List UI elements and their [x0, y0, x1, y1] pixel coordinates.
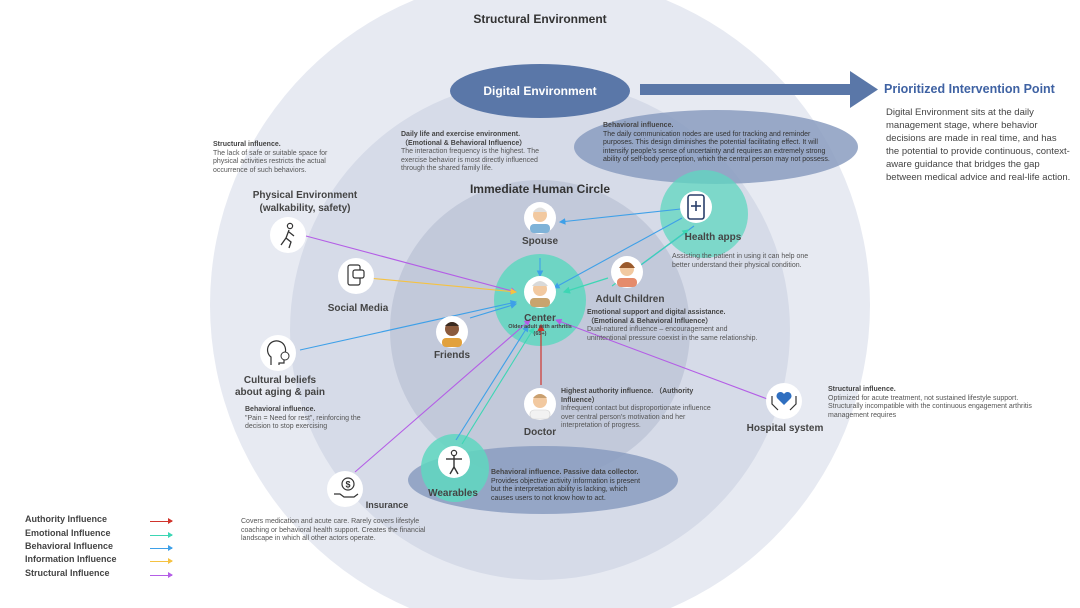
phone-icon	[687, 194, 705, 220]
structural-environment-title: Structural Environment	[473, 12, 607, 26]
legend-structural-arrow	[150, 572, 173, 578]
digital-behavior-ellipse	[574, 110, 858, 184]
prioritized-body: Digital Environment sits at the daily ma…	[886, 107, 1071, 183]
cultural-beliefs-label: Cultural beliefs about aging & pain	[230, 375, 330, 399]
legend-structural: Structural Influence	[25, 568, 110, 578]
note-cultural-behavioral: Behavioral influence. "Pain = Need for r…	[245, 406, 380, 432]
note-emotional-support-heading: Emotional support and digital assistance…	[587, 309, 726, 316]
apps-to-center-arrow	[553, 217, 683, 289]
legend-behavioral: Behavioral Influence	[25, 541, 114, 551]
note-cultural-behavioral-heading: Behavioral influence.	[245, 406, 316, 413]
walking-icon	[280, 222, 295, 249]
note-wearables-behavioral: Behavioral influence. Passive data colle…	[491, 469, 651, 503]
legend-authority-arrow	[150, 518, 173, 524]
note-digital-behavioral: Behavioral influence. The daily communic…	[603, 122, 833, 165]
note-hospital-structural: Structural influence. Optimized for acut…	[828, 386, 1053, 420]
note-digital-behavioral-body: The daily communication nodes are used f…	[603, 130, 830, 164]
physical-env-label: Physical Environment (walkability, safet…	[240, 189, 370, 215]
svg-text:$: $	[346, 480, 351, 490]
heart-hands-icon	[771, 391, 797, 411]
note-structural-left-body: The lack of safe or suitable space for p…	[213, 149, 328, 174]
apps-to-spouse-arrow	[558, 207, 691, 225]
prioritized-title: Prioritized Intervention Point	[884, 82, 1055, 96]
immediate-circle-title: Immediate Human Circle	[469, 182, 611, 196]
doctor-label: Doctor	[523, 427, 557, 438]
hospital-label: Hospital system	[746, 423, 824, 434]
cultural-line2: about aging & pain	[235, 387, 325, 398]
note-wearables-behavioral-heading: Behavioral influence. Passive data colle…	[491, 469, 639, 476]
prioritized-arrow-shaft	[640, 84, 852, 95]
head-icon-bg	[260, 335, 296, 371]
dollar-icon: $	[334, 477, 359, 498]
spouse-person-icon	[530, 207, 550, 233]
note-insurance: Covers medication and acute care. Rarely…	[241, 518, 436, 544]
friends-label: Friends	[433, 350, 471, 361]
legend-behavioral-arrow	[150, 545, 173, 551]
note-daily-life-heading: Daily life and exercise environment.	[401, 131, 521, 138]
digital-environment-ellipse	[450, 64, 630, 118]
legend-information: Information Influence	[25, 554, 117, 564]
note-wearables-behavioral-body: Provides objective activity information …	[491, 477, 641, 502]
center-age: (65+)	[533, 331, 547, 337]
walking-icon-bg	[270, 217, 306, 253]
note-hospital-structural-heading: Structural influence.	[828, 386, 896, 393]
wearables-label: Wearables	[428, 488, 478, 499]
insurance-arrow	[354, 319, 531, 473]
legend-information-arrow	[150, 558, 173, 564]
legend-emotional: Emotional Influence	[25, 528, 111, 538]
social-media-arrow	[367, 277, 518, 295]
physical-env-line2: (walkability, safety)	[259, 203, 351, 214]
digital-environment-title: Digital Environment	[483, 84, 597, 98]
health-apps-label: Health apps	[684, 232, 742, 243]
children-person-icon	[617, 262, 637, 287]
note-emotional-support-subheading: （Emotional & Behavioral Influence）	[587, 317, 713, 325]
note-health-apps-body: Assisting the patient in using it can he…	[672, 253, 809, 269]
note-daily-life-body: The interaction frequency is the highest…	[401, 148, 540, 173]
note-health-apps: Assisting the patient in using it can he…	[672, 253, 812, 270]
adult-children-label: Adult Children	[595, 294, 665, 305]
insurance-label: Insurance	[365, 500, 409, 510]
chat-icon	[347, 264, 365, 286]
note-daily-life: Daily life and exercise environment. （Em…	[401, 131, 551, 174]
note-cultural-behavioral-body: "Pain = Need for rest", reinforcing the …	[245, 414, 361, 431]
spouse-label: Spouse	[521, 236, 559, 247]
cultural-line1: Cultural beliefs	[243, 375, 317, 386]
friends-person-icon	[442, 322, 462, 347]
cultural-arrow	[299, 299, 518, 351]
hospital-arrow	[554, 318, 771, 401]
wearables-teal-arrow	[461, 327, 535, 445]
note-daily-life-subheading: （Emotional & Behavioral Influence）	[401, 139, 527, 147]
head-icon	[266, 340, 290, 365]
doctor-person-icon	[529, 394, 551, 420]
note-doctor-authority-heading: Highest authority influence. （Authority …	[561, 388, 694, 404]
friends-arrow	[469, 302, 518, 319]
wearables-blue-arrow	[455, 325, 529, 441]
physical-env-line1: Physical Environment	[252, 190, 358, 201]
note-insurance-body: Covers medication and acute care. Rarely…	[241, 518, 426, 543]
note-digital-behavioral-heading: Behavioral influence.	[603, 122, 674, 129]
note-emotional-support-body: Dual-natured influence – encouragement a…	[587, 326, 758, 342]
wearable-icon	[446, 449, 462, 475]
note-hospital-structural-body: Optimized for acute treatment, not susta…	[828, 394, 1032, 419]
note-emotional-support: Emotional support and digital assistance…	[587, 309, 769, 343]
prioritized-arrow-head	[850, 71, 878, 108]
legend-emotional-arrow	[150, 532, 173, 538]
note-structural-left-heading: Structural influence.	[213, 141, 281, 148]
note-doctor-authority-body: Infrequent contact but disproportionate …	[561, 405, 711, 430]
note-structural-left: Structural influence. The lack of safe o…	[213, 141, 348, 175]
center-subtitle-text: Older adult with arthritis	[508, 324, 572, 330]
center-label: Center	[524, 313, 556, 324]
children-arrow	[562, 277, 609, 294]
note-doctor-authority: Highest authority influence. （Authority …	[561, 388, 711, 431]
social-media-label: Social Media	[327, 303, 389, 314]
physical-env-arrow	[305, 235, 518, 294]
legend-authority: Authority Influence	[25, 514, 108, 524]
center-subtitle: Older adult with arthritis (65+)	[490, 324, 590, 338]
center-person-icon	[530, 281, 550, 307]
